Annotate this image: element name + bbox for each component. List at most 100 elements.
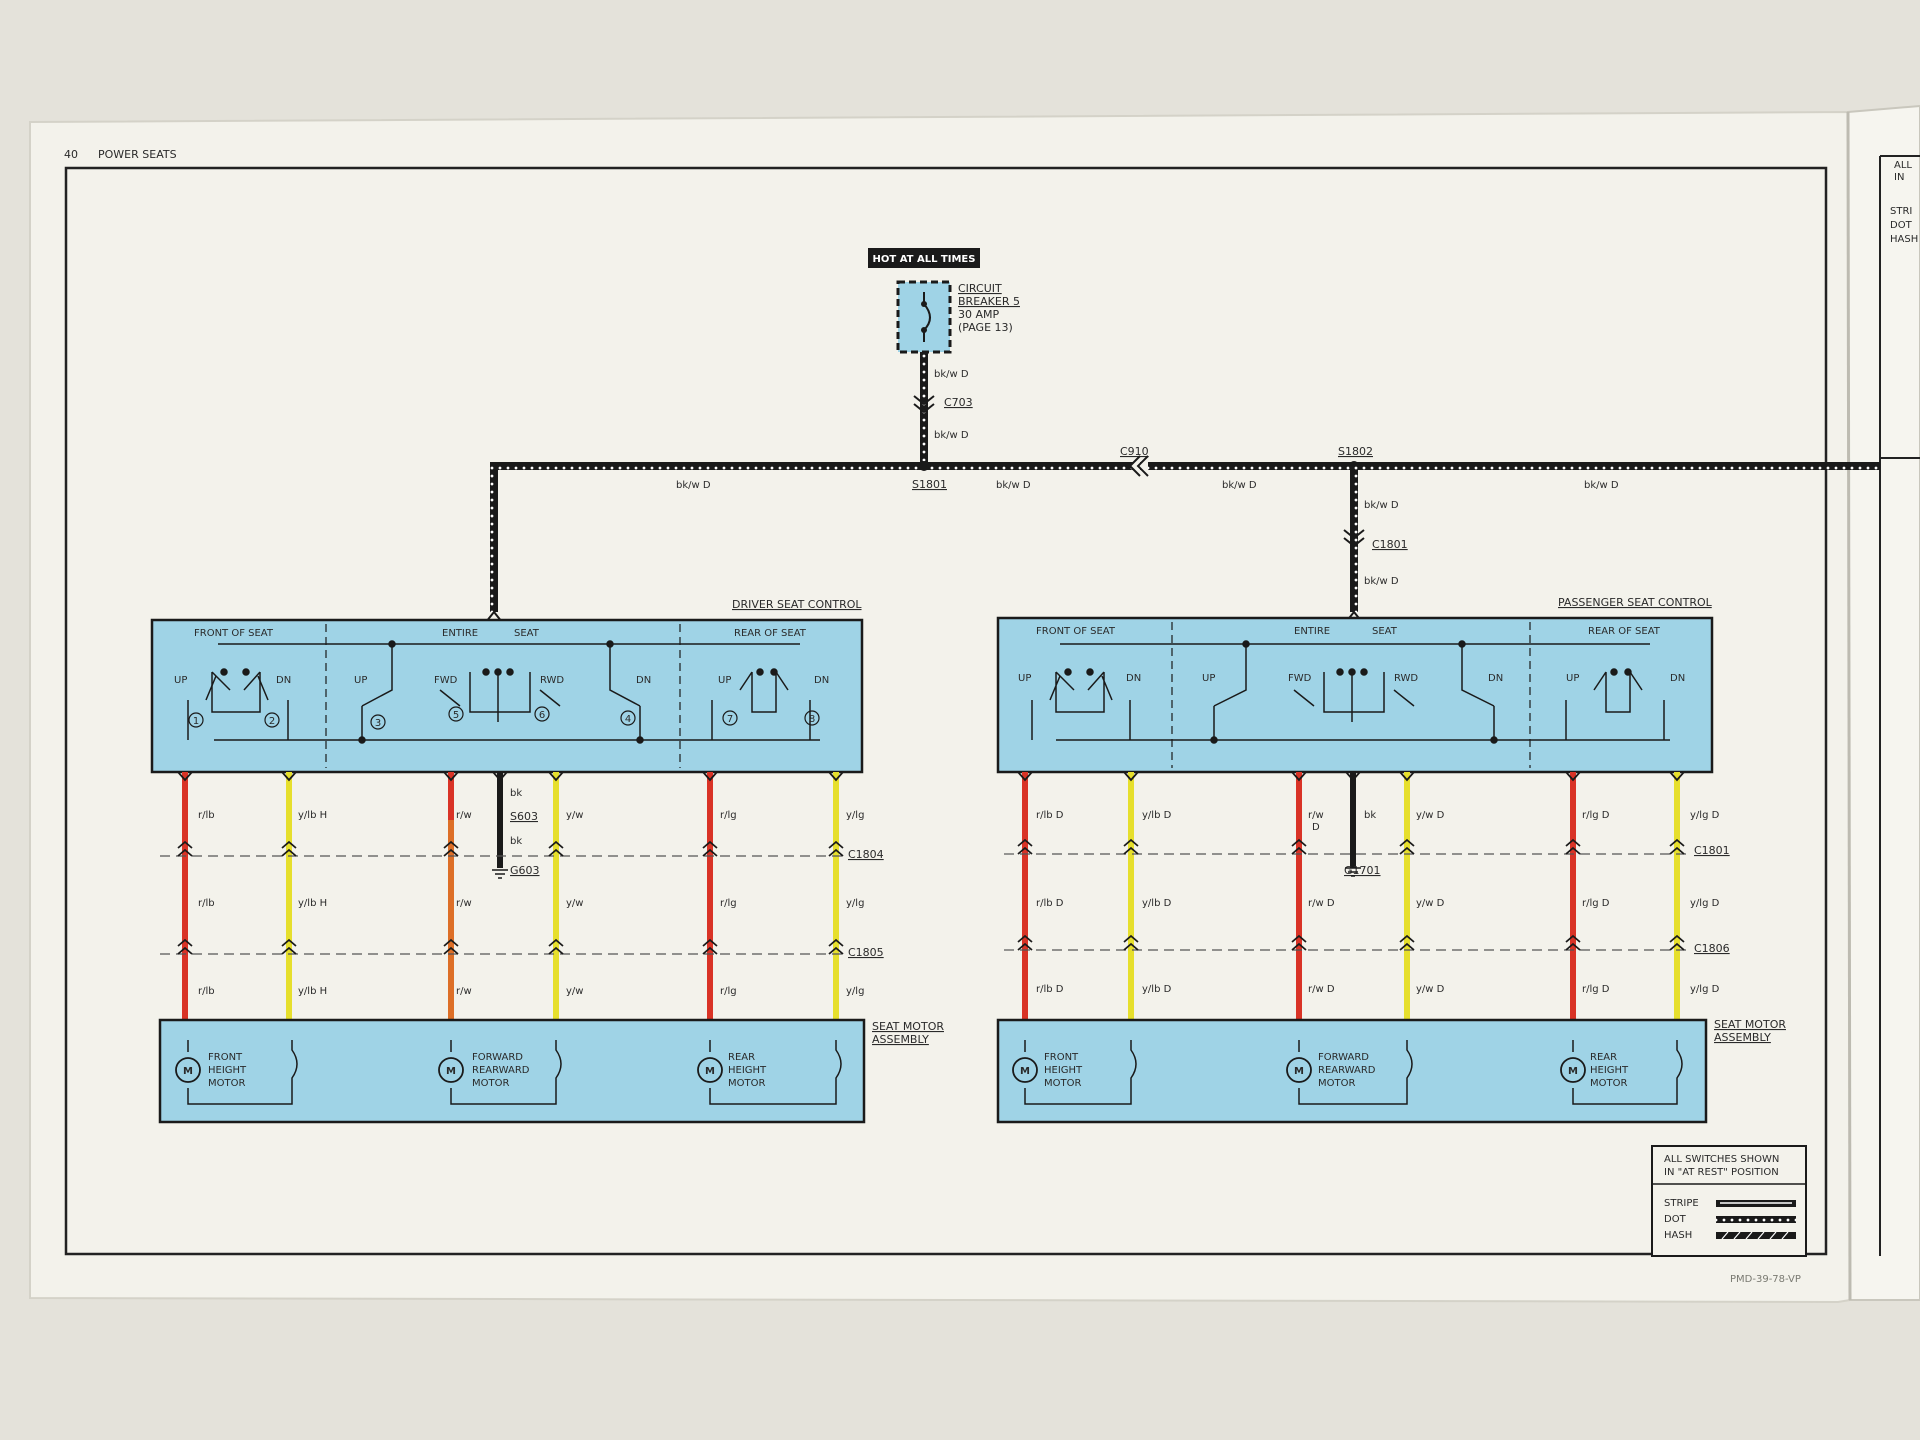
driver-terminal-marker [620, 710, 636, 726]
circuit-breaker-label: BREAKER 5 [958, 295, 1020, 308]
driver-splice-s603: S603 [510, 810, 538, 823]
passenger-section-label: ENTIRE [1294, 626, 1330, 637]
passenger-wire-label: r/lg D [1582, 898, 1610, 909]
passenger-rear-height-motor-icon [1560, 1057, 1586, 1083]
driver-wire-stripe [448, 820, 454, 1020]
page-gutter [1846, 111, 1852, 1301]
driver-wire-label: r/w [456, 898, 472, 909]
driver-connector-c1804: C1804 [848, 848, 884, 861]
connector-c703-symbol [913, 395, 935, 414]
driver-wire-label: r/lb [198, 898, 215, 909]
driver-terminal-marker [370, 714, 386, 730]
driver-terminal-arrows [177, 771, 844, 782]
passenger-terminal-arrows [1017, 771, 1685, 782]
passenger-motor-label: HEIGHT [1590, 1065, 1629, 1076]
passenger-motor-symbol: M [1568, 1066, 1578, 1077]
passenger-wire-yellow [1128, 772, 1134, 1020]
driver-wire-yellow [553, 772, 559, 1020]
passenger-switch-label: FWD [1288, 673, 1312, 684]
driver-motor-symbol: M [705, 1066, 715, 1077]
passenger-switch-label: UP [1566, 673, 1579, 684]
passenger-wire-red [1570, 772, 1576, 1020]
legend-item-label: HASH [1664, 1230, 1692, 1241]
driver-connector-c1805: C1805 [848, 946, 884, 959]
passenger-seat-control-panel [996, 616, 1714, 774]
passenger-switch-label: UP [1202, 673, 1215, 684]
driver-terminal-marker [448, 706, 464, 722]
driver-terminal-number: 1 [193, 716, 199, 727]
driver-ground-wire-label: bk [510, 836, 522, 847]
splice-s1801 [919, 461, 929, 471]
driver-seat-control-title: DRIVER SEAT CONTROL [732, 598, 862, 611]
driver-assembly-label: SEAT MOTOR [872, 1020, 944, 1033]
passenger-motor-label: MOTOR [1590, 1078, 1627, 1089]
passenger-wire-label: y/w D [1416, 984, 1445, 995]
driver-switch-entire [358, 640, 644, 744]
driver-wire-label: y/lg [846, 810, 864, 821]
driver-motor-label: FORWARD [472, 1052, 523, 1063]
driver-forward-rearward-motor-icon [438, 1057, 464, 1083]
driver-switch-label: DN [636, 675, 651, 686]
passenger-wire-label: y/w D [1416, 898, 1445, 909]
passenger-connector-c1806: C1806 [1694, 942, 1730, 955]
legend-dot-sample [1716, 1216, 1796, 1223]
driver-feed-arrow [485, 610, 503, 623]
passenger-motor-label: HEIGHT [1044, 1065, 1083, 1076]
passenger-motor-label: MOTOR [1318, 1078, 1355, 1089]
passenger-wire-black [1350, 772, 1356, 868]
passenger-motor-label: FORWARD [1318, 1052, 1369, 1063]
driver-terminal-number: 7 [727, 714, 733, 725]
passenger-switch-front [1031, 668, 1131, 740]
passenger-switch-entire [1210, 640, 1498, 744]
driver-wire-red [448, 772, 454, 1020]
driver-wire-label: y/lb H [298, 986, 327, 997]
passenger-wire-label: y/lb D [1142, 810, 1172, 821]
driver-terminal-number: 6 [539, 710, 545, 721]
passenger-motor-label: REAR [1590, 1052, 1617, 1063]
connector-c703: C703 [944, 396, 973, 409]
passenger-assembly-label: SEAT MOTOR [1714, 1018, 1786, 1031]
driver-terminal-number: 8 [809, 714, 815, 725]
driver-wire-label: y/lg [846, 898, 864, 909]
driver-wire-black [497, 772, 503, 868]
passenger-wire-label: r/lg D [1582, 810, 1610, 821]
driver-front-height-motor-icon [175, 1057, 201, 1083]
driver-terminal-number: 4 [625, 714, 631, 725]
passenger-seat-control-title: PASSENGER SEAT CONTROL [1558, 596, 1713, 609]
feed-wire [920, 352, 928, 466]
passenger-feed-label: bk/w D [1364, 576, 1399, 587]
passenger-connector-chevrons [1017, 838, 1685, 951]
passenger-wire-label: y/w D [1416, 810, 1445, 821]
main-bus-wire [490, 462, 1880, 470]
passenger-wire-label: r/lg D [1582, 984, 1610, 995]
driver-wire-label: r/lg [720, 898, 737, 909]
passenger-wire-label: y/lb D [1142, 984, 1172, 995]
passenger-motor-circuits [1024, 1040, 1683, 1105]
passenger-motor-label: MOTOR [1044, 1078, 1081, 1089]
bus-wire-label: bk/w D [996, 480, 1031, 491]
circuit-breaker-label: 30 AMP [958, 308, 1000, 321]
next-page-fragment: HASH [1890, 234, 1918, 245]
booklet-page [29, 110, 1852, 1304]
passenger-wire-label: r/lb D [1036, 810, 1064, 821]
legend-item-label: DOT [1664, 1214, 1687, 1225]
passenger-wire-label: r/w D [1308, 898, 1335, 909]
passenger-switch-label: UP [1018, 673, 1031, 684]
legend-hash-sample [1716, 1232, 1796, 1239]
hot-at-all-times-label: HOT AT ALL TIMES [873, 254, 976, 265]
driver-motor-label: HEIGHT [208, 1065, 247, 1076]
driver-motor-symbol: M [183, 1066, 193, 1077]
driver-switch-label: UP [354, 675, 367, 686]
driver-motor-label: MOTOR [208, 1078, 245, 1089]
hot-at-all-times-badge [868, 248, 980, 268]
driver-motor-label: HEIGHT [728, 1065, 767, 1076]
driver-wire-label: r/lb [198, 986, 215, 997]
driver-motor-label: REARWARD [472, 1065, 530, 1076]
driver-terminal-marker [722, 710, 738, 726]
diagram-frame [64, 166, 1828, 1256]
footer-code: PMD-39-78-VP [1730, 1274, 1801, 1285]
next-page-edge [1846, 104, 1920, 1301]
passenger-front-height-motor-icon [1012, 1057, 1038, 1083]
page-number: 40 [64, 148, 78, 161]
passenger-motor-symbol: M [1294, 1066, 1304, 1077]
